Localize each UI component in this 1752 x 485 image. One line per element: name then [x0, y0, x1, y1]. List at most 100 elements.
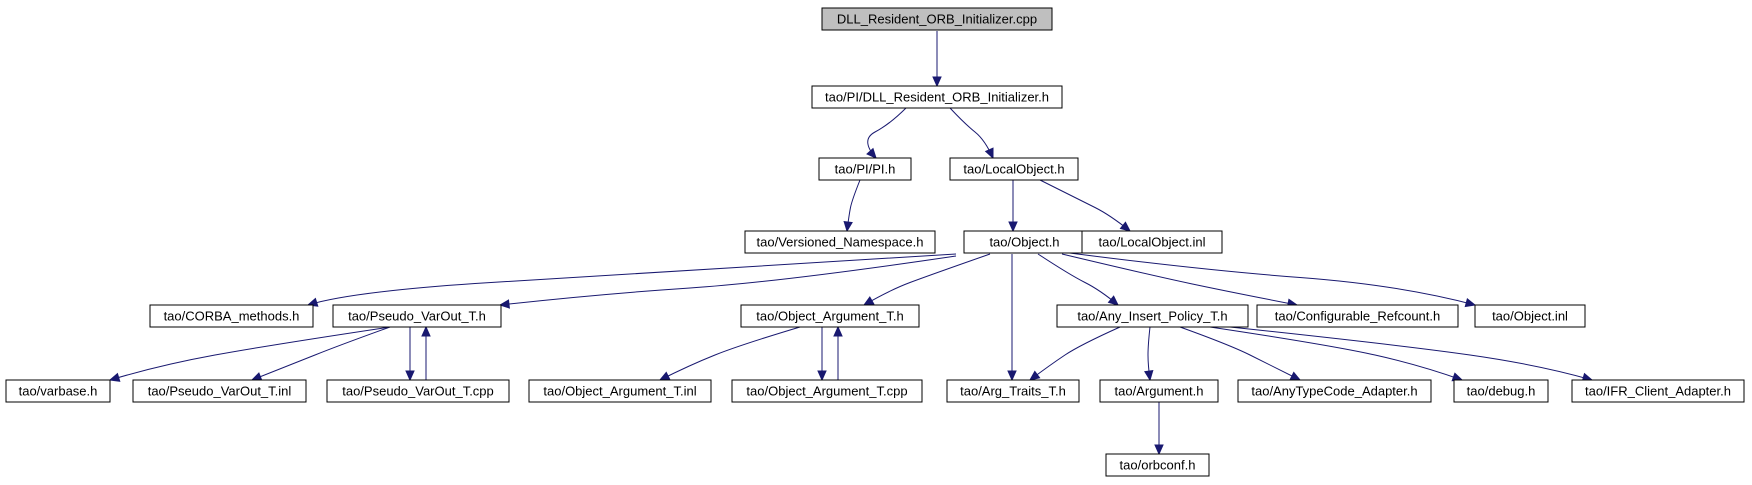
arrowhead-icon — [405, 370, 415, 382]
node-pi-h[interactable]: tao/PI/PI.h — [818, 157, 912, 181]
arrowhead-icon — [498, 299, 510, 309]
node-box — [1571, 379, 1745, 403]
edge-obj_arg-to-obj_arg_inl — [658, 326, 801, 381]
edge-line — [863, 253, 991, 306]
node-local-inl[interactable]: tao/LocalObject.inl — [1081, 230, 1223, 254]
node-label: tao/AnyTypeCode_Adapter.h — [1251, 384, 1417, 399]
node-box — [5, 379, 111, 403]
arrowhead-icon — [984, 147, 994, 160]
arrowhead-icon — [862, 296, 875, 306]
edge-line — [307, 253, 957, 306]
node-pi-dll[interactable]: tao/PI/DLL_Resident_ORB_Initializer.h — [811, 85, 1063, 109]
node-box — [332, 304, 502, 328]
edge-line — [1209, 326, 1463, 381]
node-label: tao/Configurable_Refcount.h — [1275, 309, 1441, 324]
node-label: tao/PI/PI.h — [835, 162, 896, 177]
arrowhead-icon — [1154, 444, 1164, 456]
arrowhead-icon — [1007, 370, 1017, 382]
arrowhead-icon — [1029, 370, 1041, 381]
edge-line — [1061, 253, 1298, 306]
edge-obj_arg_cpp-to-obj_arg — [833, 325, 843, 380]
node-label: tao/orbconf.h — [1120, 458, 1196, 473]
node-box — [821, 7, 1053, 31]
node-obj-arg[interactable]: tao/Object_Argument_T.h — [740, 304, 920, 328]
node-label: tao/Object_Argument_T.cpp — [746, 384, 907, 399]
edge-line — [109, 326, 391, 381]
node-pseudo-inl[interactable]: tao/Pseudo_VarOut_T.inl — [132, 379, 307, 403]
node-box — [740, 304, 920, 328]
node-argument[interactable]: tao/Argument.h — [1099, 379, 1219, 403]
edge-any_insert-to-ifr_client — [1229, 326, 1594, 382]
arrowhead-icon — [1119, 221, 1131, 232]
node-box — [1256, 304, 1459, 328]
node-box — [1099, 379, 1219, 403]
edge-object_h-to-corba_methods — [306, 253, 957, 307]
edge-line — [867, 107, 907, 159]
node-box — [1453, 379, 1549, 403]
node-label: tao/Pseudo_VarOut_T.inl — [148, 384, 292, 399]
node-local-obj[interactable]: tao/LocalObject.h — [949, 157, 1079, 181]
node-box — [1056, 304, 1249, 328]
node-root[interactable]: DLL_Resident_ORB_Initializer.cpp — [821, 7, 1053, 31]
node-label: tao/Object_Argument_T.h — [756, 309, 903, 324]
edges-layer — [108, 31, 1594, 456]
arrowhead-icon — [1464, 297, 1477, 308]
edge-line — [659, 326, 801, 381]
node-label: tao/LocalObject.h — [963, 162, 1064, 177]
nodes-layer: DLL_Resident_ORB_Initializer.cpp tao/PI/D… — [5, 7, 1745, 477]
node-corba-methods[interactable]: tao/CORBA_methods.h — [149, 304, 314, 328]
node-object-inl[interactable]: tao/Object.inl — [1474, 304, 1586, 328]
arrowhead-icon — [108, 372, 121, 382]
edge-obj_arg-to-obj_arg_cpp — [817, 326, 827, 382]
edge-line — [1029, 326, 1121, 381]
arrowhead-icon — [843, 220, 853, 233]
edge-pi_dll-to-local_obj — [949, 107, 994, 160]
node-any-insert[interactable]: tao/Any_Insert_Policy_T.h — [1056, 304, 1249, 328]
node-obj-arg-cpp[interactable]: tao/Object_Argument_T.cpp — [731, 379, 923, 403]
node-label: tao/Versioned_Namespace.h — [757, 235, 924, 250]
node-box — [1237, 379, 1432, 403]
node-config-ref[interactable]: tao/Configurable_Refcount.h — [1256, 304, 1459, 328]
node-label: tao/Arg_Traits_T.h — [960, 384, 1066, 399]
node-varbase[interactable]: tao/varbase.h — [5, 379, 111, 403]
node-box — [744, 230, 936, 254]
node-label: DLL_Resident_ORB_Initializer.cpp — [837, 12, 1037, 27]
edge-argument-to-orbconf — [1154, 402, 1164, 456]
edge-any_insert-to-arg_traits — [1029, 326, 1121, 381]
node-pseudo-varout[interactable]: tao/Pseudo_VarOut_T.h — [332, 304, 502, 328]
node-debug[interactable]: tao/debug.h — [1453, 379, 1549, 403]
edge-pseudo_cpp-to-pseudo_varout — [421, 325, 431, 380]
node-label: tao/LocalObject.inl — [1099, 235, 1206, 250]
edge-root-to-pi_dll — [932, 31, 942, 88]
node-object-h[interactable]: tao/Object.h — [963, 230, 1086, 254]
node-label: tao/Object.inl — [1492, 309, 1568, 324]
node-label: tao/Pseudo_VarOut_T.h — [348, 309, 486, 324]
node-pseudo-cpp[interactable]: tao/Pseudo_VarOut_T.cpp — [326, 379, 510, 403]
node-anytypecode[interactable]: tao/AnyTypeCode_Adapter.h — [1237, 379, 1432, 403]
node-box — [326, 379, 510, 403]
node-box — [1081, 230, 1223, 254]
arrowhead-icon — [932, 76, 942, 88]
node-label: tao/Object.h — [989, 235, 1059, 250]
edge-line — [251, 326, 391, 381]
node-versioned[interactable]: tao/Versioned_Namespace.h — [744, 230, 936, 254]
edge-line — [949, 107, 994, 159]
edge-local_obj-to-local_inl — [1039, 179, 1131, 232]
edge-line — [1039, 179, 1131, 232]
arrowhead-icon — [833, 325, 843, 337]
node-arg-traits[interactable]: tao/Arg_Traits_T.h — [946, 379, 1080, 403]
node-obj-arg-inl[interactable]: tao/Object_Argument_T.inl — [528, 379, 712, 403]
node-ifr-client[interactable]: tao/IFR_Client_Adapter.h — [1571, 379, 1745, 403]
edge-pseudo_varout-to-varbase — [108, 326, 391, 382]
arrowhead-icon — [817, 370, 827, 382]
edge-object_h-to-obj_arg — [862, 253, 991, 306]
node-orbconf[interactable]: tao/orbconf.h — [1105, 453, 1210, 477]
arrowhead-icon — [1289, 371, 1302, 381]
edge-line — [1061, 251, 1476, 306]
edge-pseudo_varout-to-pseudo_inl — [250, 326, 391, 381]
node-box — [1474, 304, 1586, 328]
node-label: tao/Pseudo_VarOut_T.cpp — [342, 384, 494, 399]
arrowhead-icon — [250, 372, 263, 381]
edge-object_h-to-config_ref — [1061, 253, 1299, 308]
